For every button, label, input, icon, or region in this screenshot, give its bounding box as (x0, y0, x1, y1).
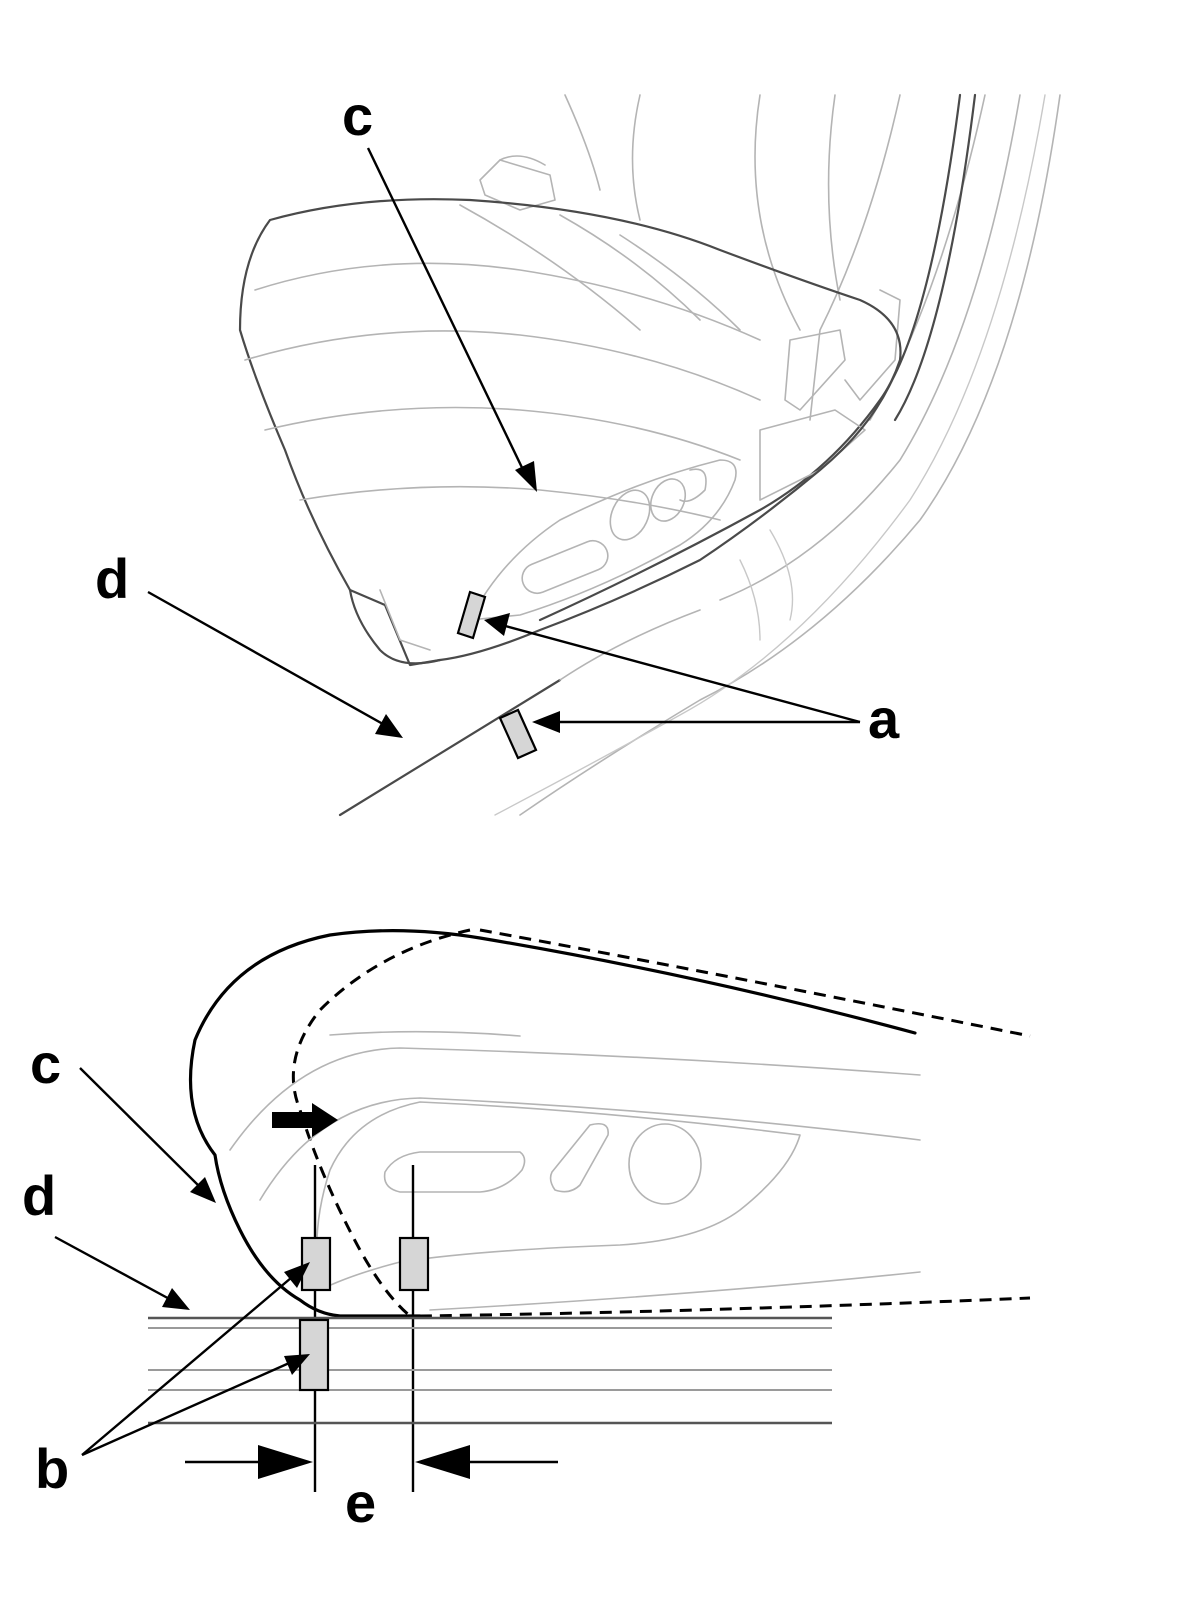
top-seat-view: c d a (95, 84, 1061, 817)
lumbar-knob-icon (649, 478, 687, 522)
callout-b-bottom: b (35, 1437, 69, 1500)
seat-cushion (238, 198, 902, 667)
leader-b-lower-arrowhead (284, 1354, 310, 1375)
cushion-outline-moved (479, 928, 1031, 1038)
leader-b-upper-arrowhead (284, 1262, 310, 1288)
cushion-bottom-moved (419, 1296, 1031, 1318)
seat-back-outline (494, 93, 1061, 816)
leader-c-top (366, 147, 529, 479)
slide-switch-side-icon (383, 1151, 526, 1193)
cushion-outline-initial (188, 929, 917, 1318)
side-shield-outline (315, 1101, 801, 1291)
leader-a-lower-arrowhead (532, 711, 560, 733)
callout-d-top: d (95, 547, 129, 610)
dimension-e-right-arrowhead (415, 1445, 470, 1479)
recline-switch-side-icon (549, 1122, 609, 1193)
callout-c-top: c (342, 84, 373, 147)
seat-back-knob (479, 155, 556, 211)
floor-line-d (338, 678, 562, 817)
leader-c-bottom-arrowhead (190, 1177, 216, 1203)
clip-b-upper-right (398, 1236, 430, 1292)
dimension-e-left-arrowhead (258, 1445, 313, 1479)
bottom-side-view: c d b e (22, 928, 1031, 1534)
lumbar-switch-side-icon (628, 1123, 702, 1205)
leader-a-upper (497, 622, 861, 724)
callout-d-bottom: d (22, 1164, 56, 1227)
callout-e-bottom: e (345, 1471, 376, 1534)
right-arrow-icon (272, 1103, 338, 1137)
shield-clip-a-upper (456, 590, 487, 640)
slide-switch-icon (521, 539, 609, 595)
callout-a-top: a (868, 687, 900, 750)
seat-side-shield (469, 459, 737, 621)
floor-clip-a-lower (498, 708, 538, 760)
seat-rails (148, 1316, 832, 1425)
leader-c-top-arrowhead (515, 461, 537, 492)
leader-d-top-arrowhead (375, 714, 403, 738)
callout-c-bottom: c (30, 1032, 61, 1095)
leader-d-top (147, 590, 391, 730)
leader-b-lower (81, 1358, 297, 1457)
recliner-trim (759, 289, 901, 501)
recline-knob-icon (609, 489, 651, 541)
leader-d-bottom (54, 1235, 176, 1304)
leader-c-bottom (79, 1067, 206, 1193)
leader-d-bottom-arrowhead (162, 1288, 190, 1310)
leader-a-upper-arrowhead (484, 613, 510, 636)
leader-b-upper (81, 1271, 299, 1456)
cushion-front-moved (291, 928, 471, 1318)
